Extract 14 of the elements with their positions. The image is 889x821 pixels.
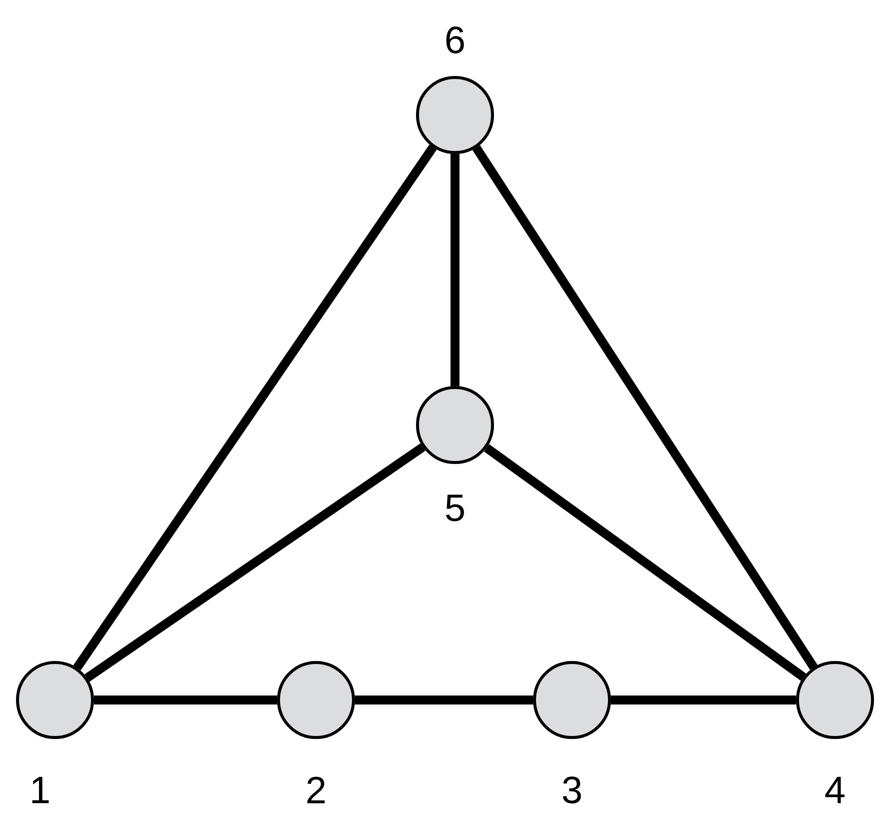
edge-line	[84, 443, 426, 682]
edge-line	[611, 696, 796, 704]
edge-line	[450, 154, 460, 386]
node-label: 4	[825, 776, 844, 804]
node-label: 3	[562, 776, 581, 804]
edge-line	[355, 696, 533, 704]
edge-line	[484, 444, 806, 681]
node-label: 5	[446, 494, 464, 522]
node-label: 1	[32, 776, 49, 804]
edge-line	[73, 144, 437, 670]
edge-line	[94, 696, 277, 704]
edge-line	[472, 145, 818, 670]
node-label: 6	[446, 26, 464, 54]
node-label: 2	[307, 776, 325, 804]
